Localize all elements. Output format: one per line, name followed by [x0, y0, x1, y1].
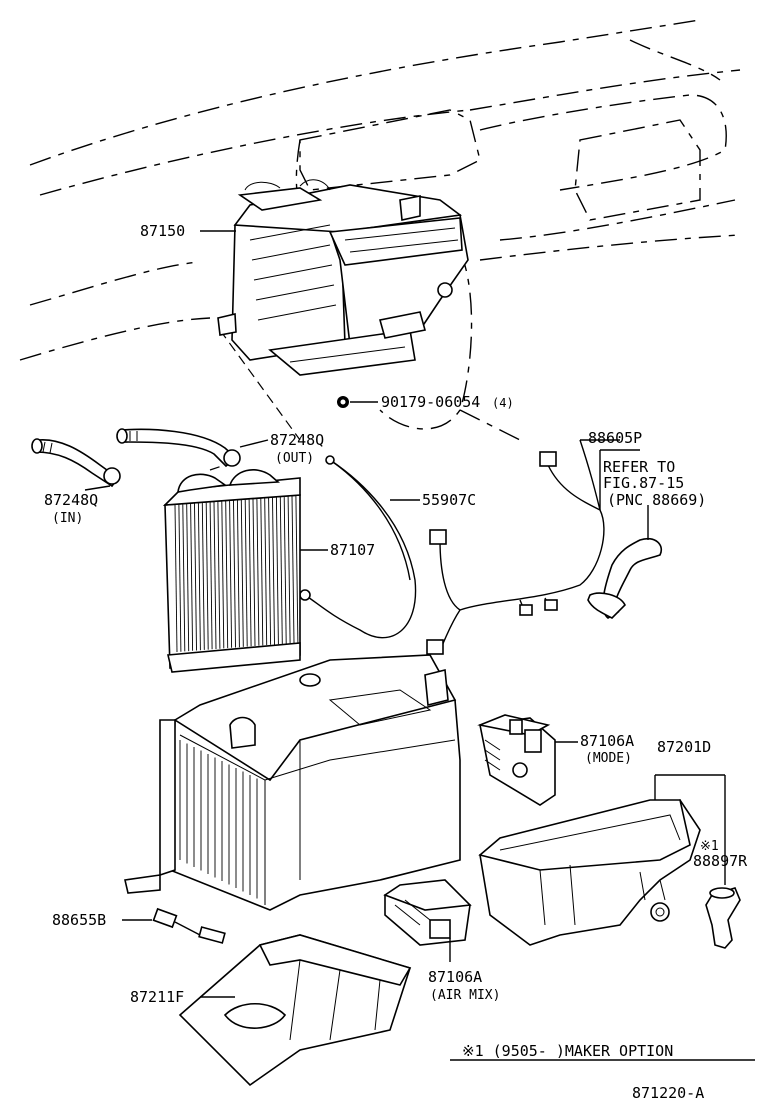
- label-87107: 87107: [330, 541, 375, 559]
- core-fin-line: [260, 498, 264, 646]
- label-87106a-mode: 87106A: [580, 732, 634, 750]
- servo-motor-87106a-airmix: [383, 879, 472, 946]
- core-fin-line: [283, 496, 287, 644]
- core-fin-line: [217, 501, 221, 649]
- label-55907c: 55907C: [422, 491, 476, 509]
- core-fin-line: [186, 504, 190, 652]
- core-fin-line: [244, 499, 248, 647]
- duct-87201d: [478, 799, 701, 946]
- core-fin-line: [194, 503, 197, 651]
- label-90179-qty: (4): [492, 396, 514, 410]
- servo-motor-87106a-mode: [477, 714, 556, 806]
- connector-88655b: [152, 907, 226, 944]
- core-fin-line: [233, 500, 236, 648]
- duct-pnc-88669: [587, 537, 662, 619]
- label-88897r: 88897R: [693, 852, 748, 870]
- wire-harness-88605p: [426, 439, 605, 655]
- core-fin-line: [291, 495, 295, 644]
- core-fin-line: [240, 499, 244, 647]
- core-fin-line: [229, 500, 233, 648]
- cover-87211f: [178, 934, 412, 1087]
- footnote-maker-option: ※1 (9505- )MAKER OPTION: [462, 1042, 673, 1060]
- core-fin-line: [197, 503, 201, 651]
- clip-90179: [337, 396, 349, 408]
- core-fin-line: [201, 502, 205, 650]
- refer-line3: (PNC 88669): [607, 491, 706, 509]
- label-87106a-airmix-note: (AIR MIX): [430, 988, 500, 1003]
- hose-87248q-out: [116, 428, 241, 468]
- core-fin-line: [182, 504, 186, 652]
- core-fin-line: [272, 497, 275, 645]
- core-fin-line: [221, 501, 225, 649]
- refer-line1: REFER TO: [603, 458, 675, 476]
- label-87106a-airmix: 87106A: [428, 968, 482, 986]
- label-87201d: 87201D: [657, 738, 711, 756]
- label-87248q-out-note: (OUT): [275, 451, 314, 466]
- leader-lines: [84, 230, 755, 1061]
- part-88897r: [705, 887, 741, 949]
- heater-unit-87150: [217, 179, 469, 376]
- core-fin-line: [190, 503, 194, 651]
- core-fin-line: [178, 504, 182, 652]
- label-90179: 90179-06054: [381, 393, 480, 411]
- core-fin-line: [252, 498, 256, 647]
- core-fin-line: [205, 502, 209, 650]
- heater-case: [124, 654, 461, 911]
- label-88655b: 88655B: [52, 911, 106, 929]
- part-labels: 87150 90179-06054 (4) 87248Q (OUT) 87248…: [44, 222, 748, 1102]
- core-fin-line: [256, 498, 260, 646]
- core-fin-line: [209, 502, 213, 650]
- label-87106a-mode-note: (MODE): [585, 751, 632, 766]
- label-87248q-in-note: (IN): [52, 511, 83, 526]
- core-fin-line: [264, 498, 268, 646]
- label-87248q-in: 87248Q: [44, 491, 98, 509]
- label-88605p: 88605P: [588, 429, 642, 447]
- hose-87248q-in: [31, 438, 121, 488]
- core-fin-line: [275, 497, 279, 645]
- core-fin-line: [236, 500, 240, 648]
- core-fin-line: [279, 496, 283, 644]
- core-fin-line: [295, 495, 299, 643]
- figure-number: 871220-A: [632, 1084, 704, 1102]
- core-fin-line: [225, 501, 229, 649]
- core-fin-line: [268, 497, 272, 645]
- label-88897r-mark: ※1: [700, 839, 719, 854]
- label-87211f: 87211F: [130, 988, 184, 1006]
- refer-line2: FIG.87-15: [603, 474, 684, 492]
- core-fin-line: [248, 499, 252, 647]
- core-fin-line: [213, 501, 217, 650]
- label-87150: 87150: [140, 222, 185, 240]
- core-fin-line: [287, 496, 291, 644]
- label-87248q-out: 87248Q: [270, 431, 324, 449]
- core-fin-line: [174, 504, 178, 653]
- heater-core-87107: [162, 469, 301, 673]
